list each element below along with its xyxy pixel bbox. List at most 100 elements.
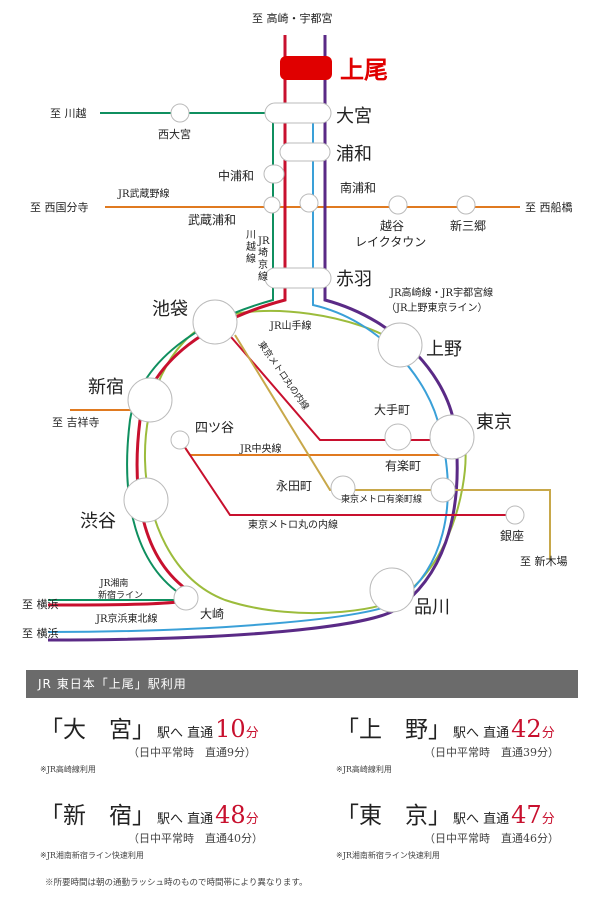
label-ageo: 上尾 (340, 55, 388, 84)
svg-text:線: 線 (258, 270, 268, 283)
station-naka-urawa (263, 164, 285, 184)
station-ageo (280, 56, 332, 80)
route-note: （日中平常時 直通9分） (128, 746, 256, 759)
label-ikebukuro: 池袋 (152, 299, 188, 320)
label-koshigaya-2: レイクタウン (355, 235, 426, 249)
dest-nishikokubunji: 至 西国分寺 (30, 201, 89, 214)
route-unit: 分 (245, 812, 259, 827)
label-minami-urawa: 南浦和 (340, 180, 376, 195)
route-card-ueno: 「上 野」駅へ 直通42分 （日中平常時 直通39分） ※JR高崎線利用 (336, 710, 596, 775)
route-minutes: 48 (215, 801, 246, 829)
svg-text:京: 京 (258, 258, 268, 271)
station-akabane (264, 267, 332, 289)
route-card-shinjuku: 「新 宿」駅へ 直通48分 （日中平常時 直通40分） ※JR湘南新宿ライン快速… (40, 796, 300, 861)
label-akabane: 赤羽 (336, 269, 372, 290)
label-shinagawa: 品川 (414, 597, 450, 618)
label-tokyo: 東京 (476, 412, 512, 433)
station-osaki (173, 585, 199, 611)
route-station: 「大 宮」 (40, 717, 155, 743)
header-bar: JR 東日本「上尾」駅利用 (26, 670, 578, 698)
route-minutes: 10 (215, 715, 246, 743)
dest-kawagoe: 至 川越 (50, 106, 87, 120)
label-osaki: 大崎 (200, 607, 224, 621)
dest-shinkiba: 至 新木場 (520, 554, 568, 568)
station-musashi-urawa (263, 196, 281, 214)
line-shonan-shinjuku-2: 新宿ライン (98, 589, 143, 601)
route-station: 「東 京」 (336, 803, 451, 829)
route-note: （日中平常時 直通40分） (128, 832, 263, 845)
label-yurakucho: 有楽町 (385, 459, 421, 473)
keihin-tohoku-line (47, 113, 449, 633)
label-shibuya: 渋谷 (80, 511, 116, 532)
line-chuo: JR中央線 (239, 442, 282, 455)
label-ueno: 上野 (426, 339, 462, 360)
route-line-note: ※JR湘南新宿ライン快速利用 (40, 851, 144, 860)
line-keihin-tohoku: JR京浜東北線 (95, 612, 158, 625)
label-koshigaya-1: 越谷 (380, 219, 404, 233)
label-omiya: 大宮 (336, 106, 372, 127)
dest-kichijoji: 至 吉祥寺 (52, 415, 100, 429)
label-shin-misato: 新三郷 (450, 218, 486, 233)
station-ikebukuro (192, 299, 238, 345)
marunouchi-line-lower (179, 439, 515, 516)
station-omiya (264, 102, 332, 124)
line-ueno-tokyo: （JR上野東京ライン） (386, 301, 488, 314)
route-note: （日中平常時 直通39分） (424, 746, 559, 759)
line-musashino: JR武蔵野線 (117, 187, 170, 200)
station-shinjuku (127, 377, 173, 423)
label-nagatacho: 永田町 (276, 479, 312, 493)
station-shin-misato (456, 195, 476, 215)
station-shibuya (123, 477, 169, 523)
dest-yokohama-2: 至 横浜 (22, 626, 59, 640)
station-nagatacho (330, 475, 356, 501)
label-ginza: 銀座 (500, 528, 524, 543)
chuo-line-inner (179, 439, 460, 456)
line-yurakucho: 東京メトロ有楽町線 (341, 493, 422, 505)
label-musashi-urawa: 武蔵浦和 (188, 213, 236, 227)
route-line-note: ※JR高崎線利用 (40, 765, 96, 774)
route-card-omiya: 「大 宮」駅へ 直通10分 （日中平常時 直通9分） ※JR高崎線利用 (40, 710, 300, 775)
line-yamanote: JR山手線 (269, 319, 312, 332)
station-nishi-omiya (170, 103, 190, 123)
svg-text:JR: JR (257, 236, 270, 247)
label-otemachi: 大手町 (374, 403, 410, 417)
route-map: 上尾 大宮 西大宮 浦和 中浦和 南浦和 武蔵浦和 越谷 レイクタウン 新三郷 … (22, 11, 573, 642)
route-station: 「新 宿」 (40, 803, 155, 829)
line-takasaki-utsunomiya: JR高崎線・JR宇都宮線 (389, 286, 493, 299)
svg-text:線: 線 (246, 252, 256, 265)
route-suffix: 駅へ 直通 (453, 812, 510, 827)
line-shonan-shinjuku-1: JR湘南 (99, 577, 128, 589)
footnote: ※所要時間は朝の通勤ラッシュ時のもので時間帯により異なります。 (45, 878, 308, 888)
station-urawa (279, 142, 331, 162)
route-note: （日中平常時 直通46分） (424, 832, 559, 845)
label-naka-urawa: 中浦和 (218, 168, 254, 183)
route-suffix: 駅へ 直通 (157, 726, 214, 741)
svg-text:埼: 埼 (258, 246, 268, 259)
dest-nishifunabashi: 至 西船橋 (525, 200, 573, 214)
station-tokyo (429, 414, 475, 460)
route-suffix: 駅へ 直通 (157, 812, 214, 827)
label-shinjuku: 新宿 (88, 377, 124, 398)
route-unit: 分 (541, 726, 555, 741)
station-otemachi (384, 423, 412, 451)
station-koshigaya (388, 195, 408, 215)
route-card-tokyo: 「東 京」駅へ 直通47分 （日中平常時 直通46分） ※JR湘南新宿ライン快速… (336, 796, 596, 861)
route-minutes: 42 (511, 715, 542, 743)
route-station: 「上 野」 (336, 717, 451, 743)
route-unit: 分 (541, 812, 555, 827)
station-yurakucho (430, 477, 456, 503)
svg-text:川: 川 (246, 230, 256, 241)
station-shinagawa (369, 567, 415, 613)
yamanote-line (143, 319, 467, 615)
route-line-note: ※JR高崎線利用 (336, 765, 392, 774)
dest-yokohama-1: 至 横浜 (22, 597, 59, 611)
station-minami-urawa (299, 193, 319, 213)
line-saikyo-kawagoe: 川 越 線 JR 埼 京 線 (246, 230, 270, 283)
station-ueno (377, 322, 423, 368)
svg-text:越: 越 (246, 240, 256, 253)
dest-north: 至 高崎・宇都宮 (252, 11, 333, 25)
line-marunouchi-lower: 東京メトロ丸の内線 (248, 518, 338, 531)
route-minutes: 47 (511, 801, 542, 829)
route-unit: 分 (245, 726, 259, 741)
label-nishi-omiya: 西大宮 (158, 127, 191, 141)
